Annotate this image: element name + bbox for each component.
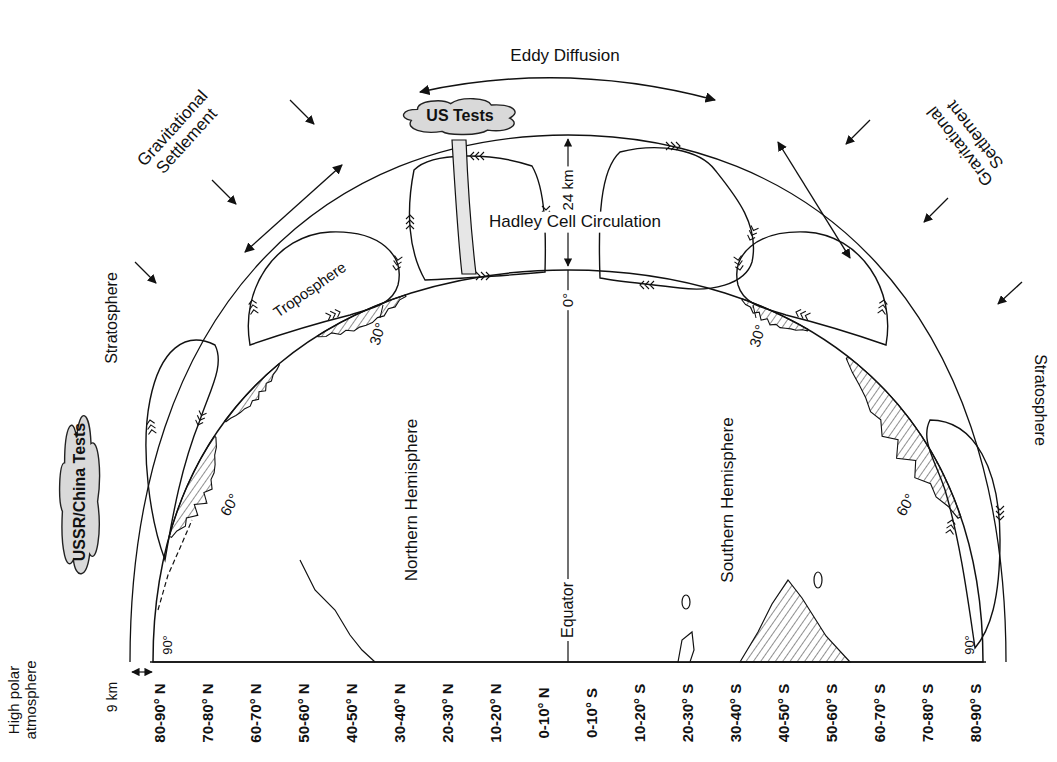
flow-chevrons bbox=[146, 142, 1004, 534]
latitude-band: 20-30° N bbox=[440, 683, 457, 742]
cloud-label: USSR/China Tests bbox=[71, 423, 89, 561]
diagram-label: 0° bbox=[559, 290, 578, 310]
eddy-arrow bbox=[420, 78, 715, 100]
land-mass bbox=[318, 295, 406, 337]
diagram-label: Stratosphere bbox=[103, 272, 121, 364]
latitude-band: 30-40° S bbox=[728, 684, 745, 743]
diagram-label: 24 km bbox=[559, 167, 578, 214]
leader-line bbox=[380, 305, 383, 318]
latitude-band: 80-90° S bbox=[968, 684, 985, 743]
diagram-label: Equator bbox=[558, 579, 578, 641]
land-mass bbox=[225, 364, 279, 422]
latitude-band: 60-70° N bbox=[248, 683, 265, 742]
diagram-label: High polar atmosphere bbox=[6, 656, 39, 744]
leader-line bbox=[753, 305, 756, 318]
exchange-arrow bbox=[778, 142, 850, 258]
latitude-band: 40-50° S bbox=[776, 684, 793, 743]
latitude-band: 60-70° S bbox=[872, 684, 889, 743]
land-mass bbox=[846, 357, 961, 519]
latitude-band: 50-60° N bbox=[296, 683, 313, 742]
latitude-band: 10-20° S bbox=[632, 684, 649, 743]
diagram-label: 90° bbox=[963, 635, 977, 655]
land-mass bbox=[169, 436, 216, 537]
diagram-label: 90° bbox=[161, 635, 175, 655]
diagram-label: Stratosphere bbox=[1031, 354, 1049, 446]
island bbox=[814, 572, 822, 588]
island bbox=[682, 595, 690, 609]
diagram-label: Gravitational Settlement bbox=[917, 82, 1019, 198]
cloud-label: US Tests bbox=[426, 107, 493, 125]
diagram-label: Eddy Diffusion bbox=[510, 47, 619, 66]
latitude-band: 20-30° S bbox=[680, 684, 697, 743]
coastline bbox=[158, 520, 192, 610]
diagram-label: Northern Hemisphere bbox=[403, 419, 422, 582]
latitude-band: 70-80° S bbox=[920, 684, 937, 743]
diagram-label: Troposphere bbox=[271, 259, 350, 321]
stratosphere-boundary bbox=[130, 135, 1006, 662]
earth-surface bbox=[153, 270, 983, 662]
circulation-cells bbox=[146, 148, 1000, 648]
latitude-band: 40-50° N bbox=[344, 683, 361, 742]
settlement-arrows bbox=[135, 100, 1022, 304]
latitude-band: 0-10° N bbox=[536, 687, 553, 738]
latitude-band: 50-60° S bbox=[824, 684, 841, 743]
cloud-stem bbox=[452, 140, 476, 274]
latitude-band: 10-20° N bbox=[488, 683, 505, 742]
latitude-band: 30-40° N bbox=[392, 683, 409, 742]
land-mass bbox=[740, 580, 850, 662]
diagram-label: Gravitational Settlement bbox=[127, 79, 234, 192]
height-arrow bbox=[132, 671, 152, 672]
test-cloud: USSR/China Tests bbox=[58, 395, 102, 589]
latitude-band: 0-10° S bbox=[584, 688, 601, 738]
latitude-band: 80-90° N bbox=[152, 683, 169, 742]
diagram-label: Hadley Cell Circulation bbox=[486, 212, 664, 233]
coastline bbox=[300, 560, 375, 662]
exchange-arrow bbox=[245, 165, 342, 252]
island bbox=[678, 632, 694, 662]
test-cloud: US Tests bbox=[399, 94, 522, 138]
diagram-label: 9 km bbox=[105, 682, 120, 712]
diagram-label: Southern Hemisphere bbox=[719, 417, 738, 582]
latitude-band: 70-80° N bbox=[200, 683, 217, 742]
